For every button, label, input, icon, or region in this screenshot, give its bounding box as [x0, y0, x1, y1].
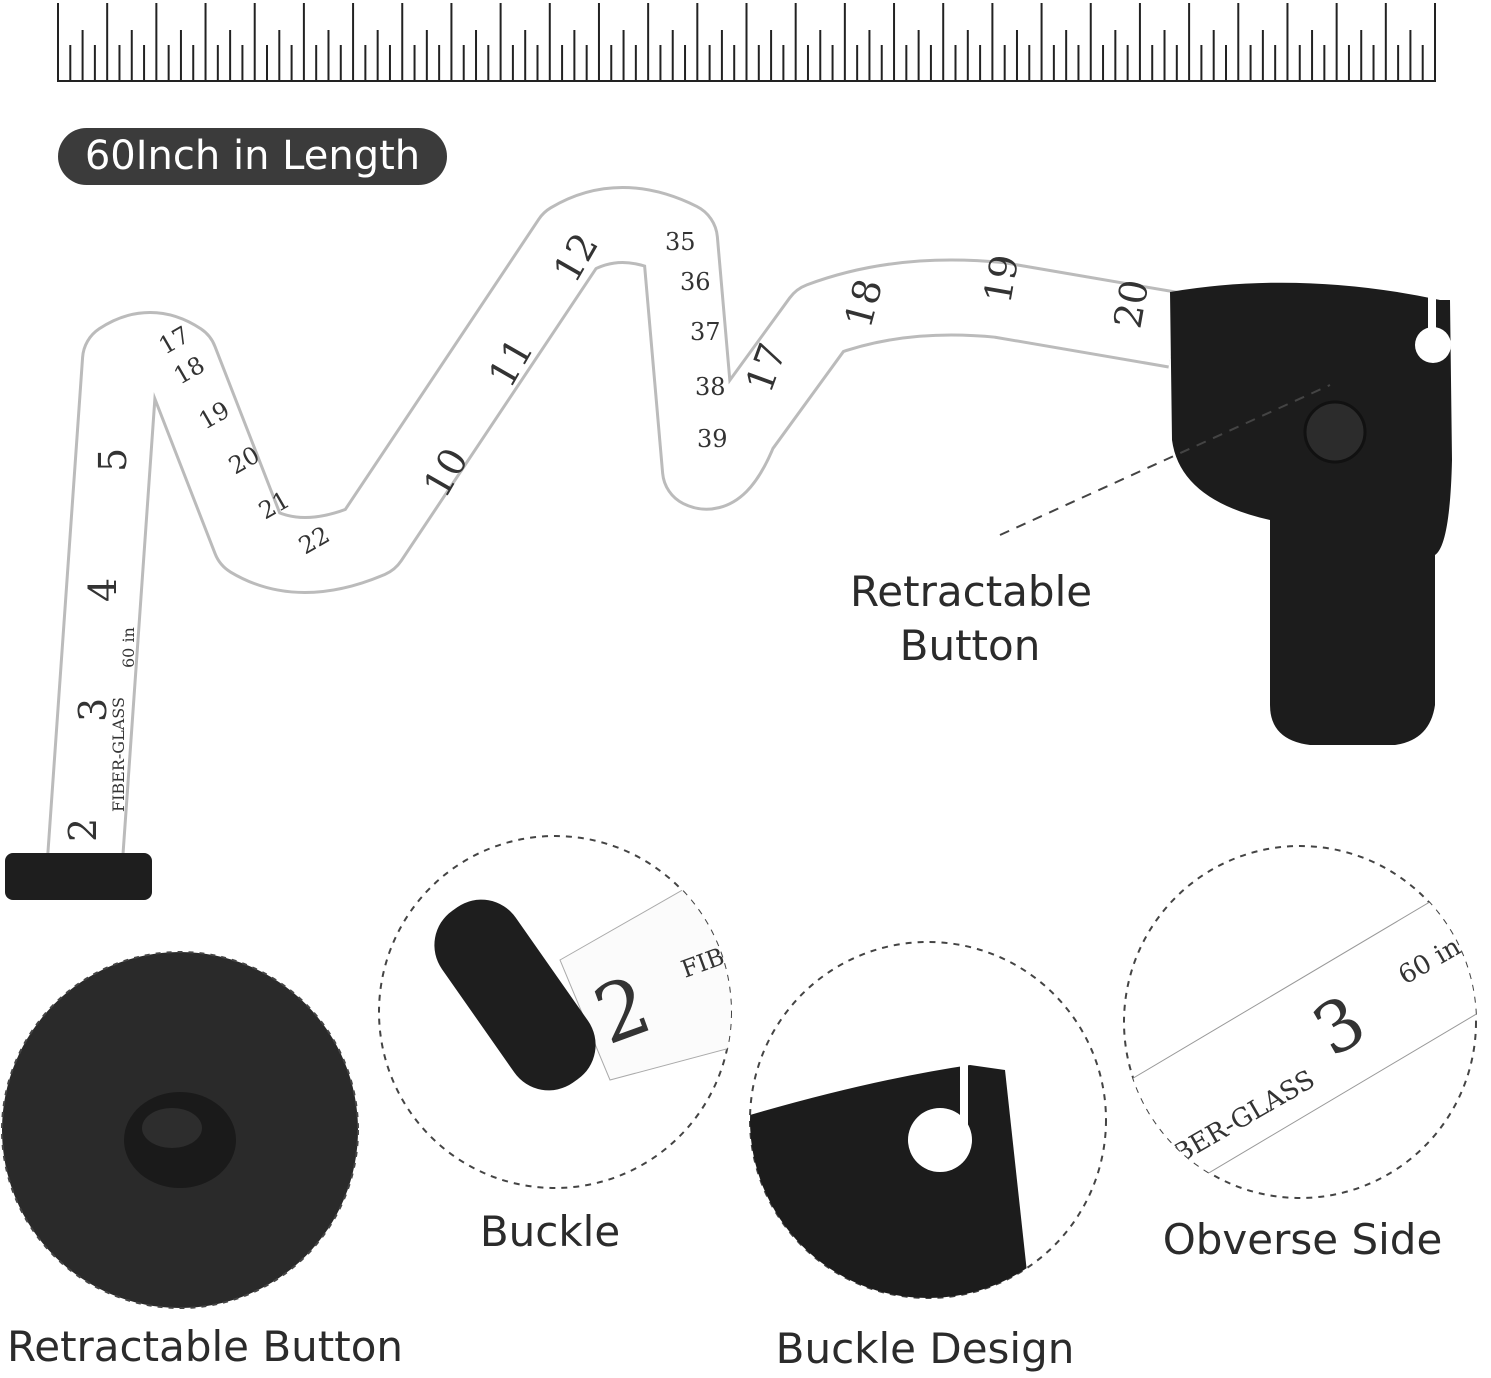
label-retractable-button: Retractable Button	[6, 1322, 404, 1371]
tape-end-cap	[5, 853, 152, 900]
detail-retractable-button	[1, 951, 359, 1309]
callout-line-2: Button	[899, 621, 1041, 670]
tape-inch-number: 19	[976, 251, 1028, 306]
ruler-graphic	[57, 3, 1436, 82]
detail-buckle-design	[749, 941, 1107, 1299]
retractable-button-callout: Retractable Button	[850, 565, 1093, 673]
tape-inch-number: 4	[81, 578, 125, 602]
tape-inch-number: 3	[71, 698, 115, 722]
detail-obverse-side: 3 FIBER-GLASS 60 in	[1123, 845, 1477, 1199]
tape-cm-number: 38	[695, 373, 726, 401]
tape-cm-number: 37	[690, 318, 721, 346]
retract-button-icon	[1303, 400, 1367, 464]
tape-print-text: FIBER-GLASS	[109, 697, 128, 812]
detail-buckle: 2 FIBER	[378, 835, 732, 1189]
callout-line	[999, 384, 1331, 536]
label-obverse-side: Obverse Side	[1162, 1215, 1443, 1264]
tape-cm-number: 35	[665, 228, 696, 256]
tape-inch-number: 20	[1106, 276, 1158, 331]
length-badge: 60Inch in Length	[58, 128, 447, 185]
tape-cm-number: 36	[680, 268, 711, 296]
tape-print-text: 60 in	[119, 627, 138, 668]
callout-line-1: Retractable	[850, 567, 1093, 616]
tape-inch-number: 5	[91, 448, 135, 472]
tape-cm-number: 39	[697, 425, 728, 453]
tape-measure-device	[1170, 282, 1452, 745]
label-buckle: Buckle	[479, 1207, 621, 1256]
label-buckle-design: Buckle Design	[775, 1324, 1075, 1373]
tape-inch-number: 2	[61, 818, 105, 842]
